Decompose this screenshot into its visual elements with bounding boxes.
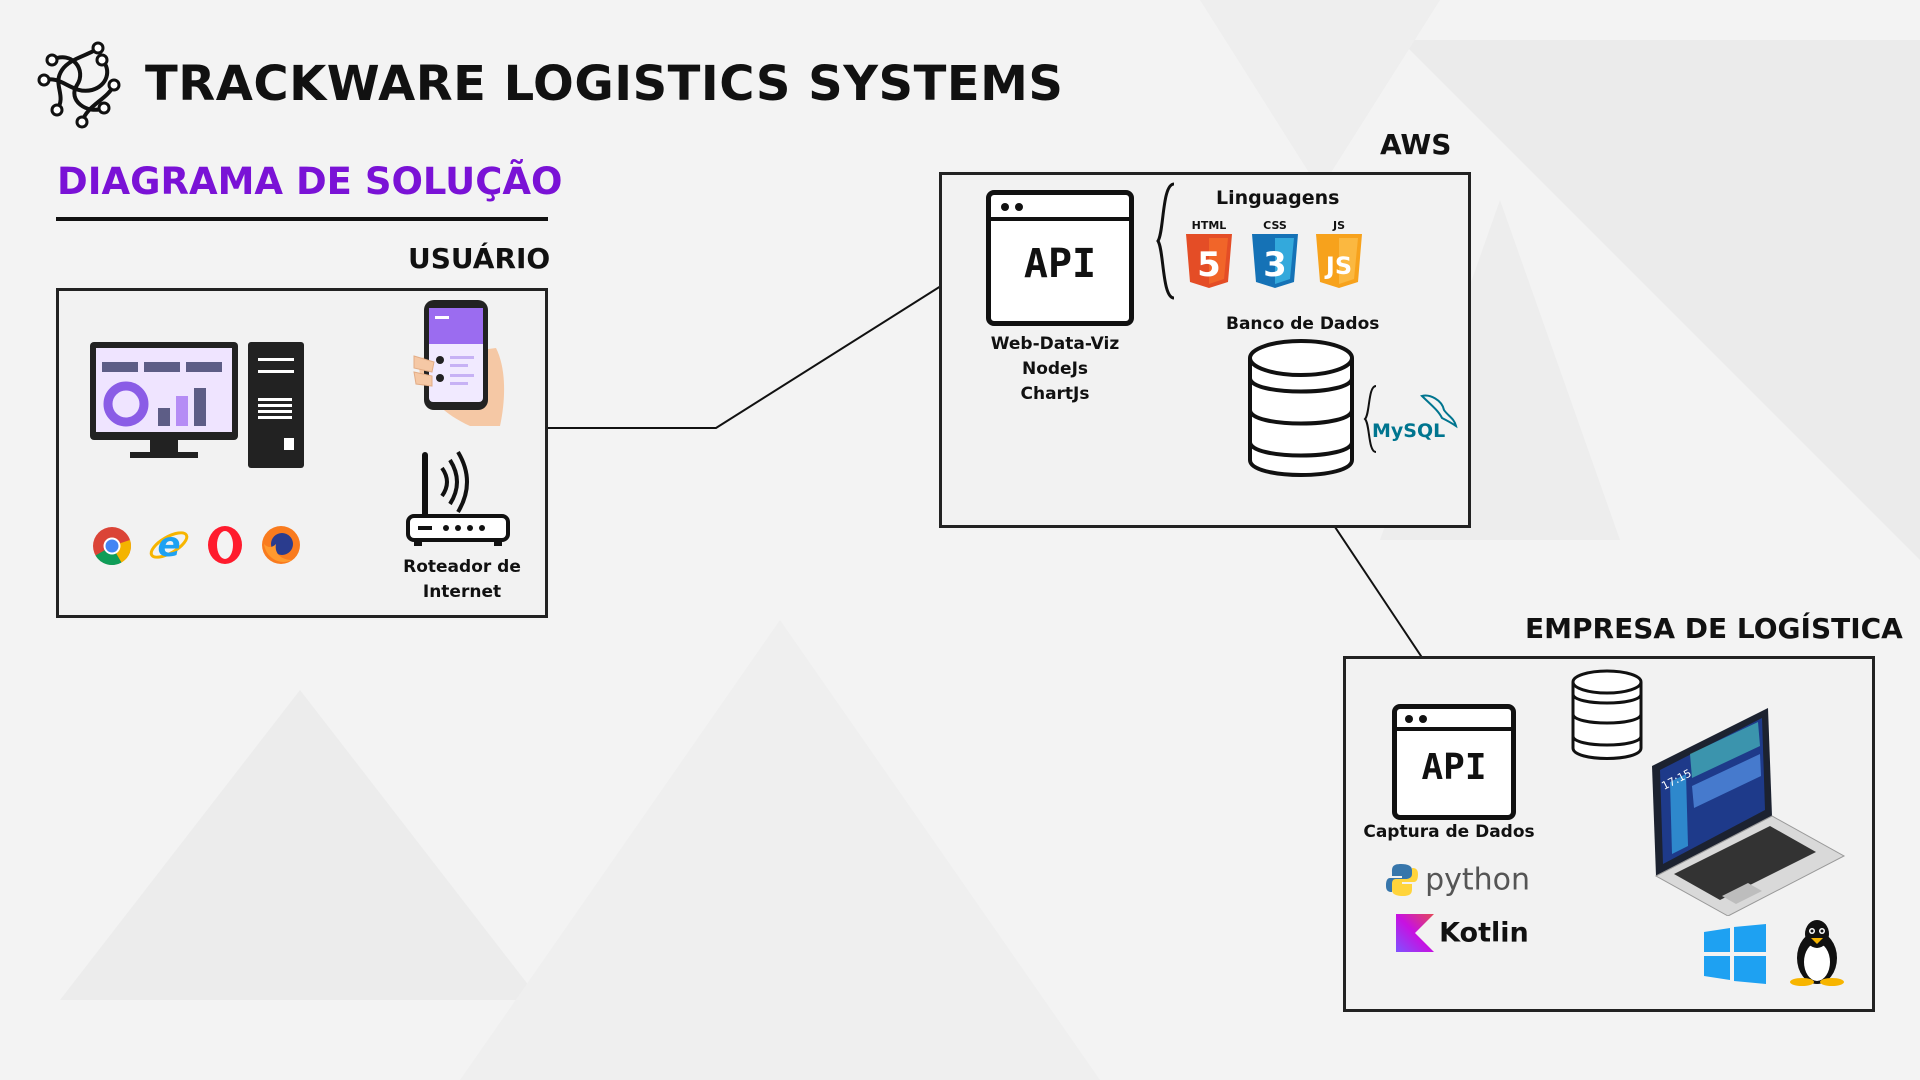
api-window-dot	[1001, 203, 1009, 211]
kotlin-logo: Kotlin	[1396, 914, 1529, 952]
chrome-icon[interactable]	[92, 526, 132, 566]
js-shield-text: JS	[1324, 252, 1352, 280]
js-shield-icon: JS	[1316, 234, 1362, 288]
trackware-logo-icon	[37, 41, 121, 129]
local-database-icon	[1571, 669, 1643, 760]
aws-api-text: API	[1023, 241, 1097, 287]
js-logo: JS JS	[1312, 219, 1366, 294]
svg-text:e: e	[157, 525, 180, 565]
windows-icon	[1704, 924, 1766, 984]
python-icon	[1386, 864, 1418, 896]
empresa-label: EMPRESA DE LOGÍSTICA	[1525, 612, 1903, 645]
css3-shield-icon: 3	[1252, 234, 1298, 288]
usuario-label: USUÁRIO	[408, 242, 551, 275]
router-label: Roteador de Internet	[392, 555, 532, 605]
database-icon	[1248, 339, 1354, 477]
internet-explorer-icon[interactable]: e	[148, 524, 190, 566]
diagram-title: DIAGRAMA DE SOLUÇÃO	[57, 160, 563, 203]
stack-item-web-data-viz: Web-Data-Viz	[990, 334, 1120, 354]
api-window-dot	[1015, 203, 1023, 211]
aws-label: AWS	[1380, 128, 1452, 161]
stack-item-nodejs: NodeJs	[1021, 359, 1089, 379]
desktop-computer-icon	[90, 342, 304, 468]
company-title: TRACKWARE LOGISTICS SYSTEMS	[145, 56, 1064, 112]
router-label-line2: Internet	[422, 582, 502, 602]
css3-logo: CSS 3	[1248, 219, 1302, 294]
languages-brace-icon	[1156, 182, 1175, 300]
laptop-icon: 17:15	[1652, 708, 1846, 916]
html5-number: 5	[1197, 245, 1221, 285]
router-icon	[406, 450, 510, 546]
api-window-bar	[991, 217, 1129, 221]
css-label: CSS	[1263, 219, 1287, 232]
js-label: JS	[1332, 219, 1345, 232]
api-window-dot	[1405, 715, 1413, 723]
opera-icon[interactable]	[204, 524, 246, 566]
css3-number: 3	[1263, 245, 1287, 285]
linux-tux-icon	[1790, 920, 1844, 986]
capture-api-window: API	[1392, 704, 1516, 820]
html5-shield-icon: 5	[1186, 234, 1232, 288]
python-logo: python	[1384, 862, 1530, 898]
languages-label: Linguagens	[1216, 187, 1340, 209]
stack-item-chartjs: ChartJs	[1020, 384, 1090, 404]
aws-stack-list: Web-Data-Viz NodeJs ChartJs	[975, 332, 1135, 407]
firefox-icon[interactable]	[260, 524, 302, 566]
smartphone-hand-icon	[413, 300, 505, 426]
api-window-bar	[1397, 727, 1511, 731]
capture-label: Captura de Dados	[1363, 822, 1535, 842]
html-label: HTML	[1191, 219, 1227, 232]
mysql-logo: MySQL	[1372, 394, 1458, 442]
title-underline	[56, 217, 548, 221]
mysql-brace-icon	[1363, 385, 1377, 453]
capture-api-text: API	[1421, 747, 1487, 788]
mysql-text: MySQL	[1372, 420, 1445, 442]
html5-logo: HTML 5	[1182, 219, 1236, 294]
usuario-to-api-line	[545, 254, 991, 429]
kotlin-icon	[1396, 914, 1434, 952]
router-label-line1: Roteador de	[403, 557, 521, 577]
database-label: Banco de Dados	[1226, 314, 1380, 334]
python-text: python	[1425, 862, 1531, 898]
aws-api-window: API	[986, 190, 1134, 326]
kotlin-text: Kotlin	[1439, 917, 1529, 949]
api-window-dot	[1419, 715, 1427, 723]
